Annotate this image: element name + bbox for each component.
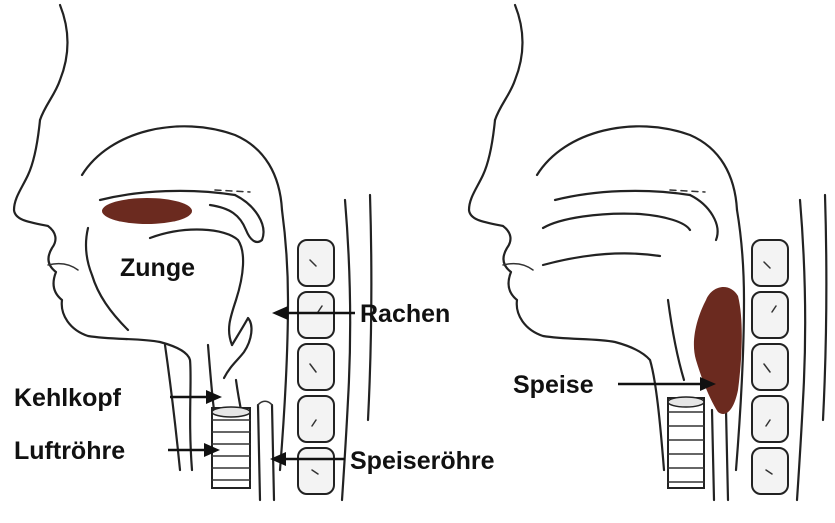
label-speise: Speise (513, 371, 594, 399)
right-esophagus (712, 410, 728, 500)
label-zunge: Zunge (120, 254, 195, 282)
arrow-kehlkopf (170, 390, 222, 404)
label-speiseroehre: Speiseröhre (350, 447, 495, 475)
left-food-bolus (102, 198, 192, 224)
label-rachen: Rachen (360, 300, 450, 328)
right-food-bolus (694, 287, 742, 414)
left-spine (298, 240, 334, 494)
left-trachea (212, 407, 250, 488)
label-luftroehre: Luftröhre (14, 437, 125, 465)
right-trachea (668, 397, 704, 488)
label-kehlkopf: Kehlkopf (14, 384, 122, 412)
right-spine (752, 240, 788, 494)
arrow-speise (618, 377, 716, 391)
left-esophagus (258, 401, 274, 500)
